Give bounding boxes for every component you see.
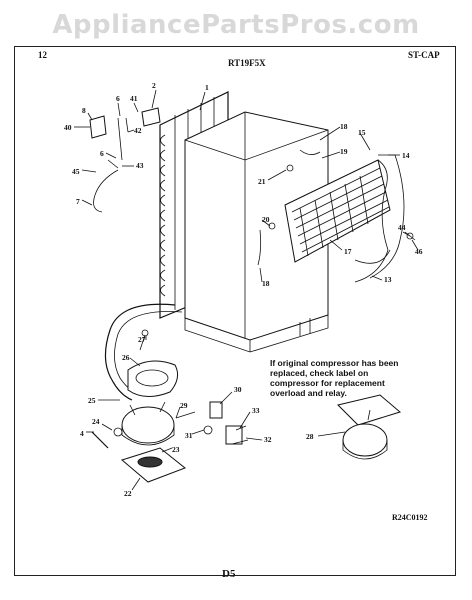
replacement-compressor [337, 394, 402, 460]
right-tubing [369, 154, 405, 279]
page-number: D5 [222, 568, 236, 580]
mounting-bracket [91, 431, 109, 449]
callout-42: 42 [134, 126, 142, 135]
drain-hose [104, 303, 176, 401]
compressor-note: If original compressor has been replaced… [270, 358, 399, 398]
diagram-frame [14, 46, 456, 576]
callout-8: 8 [82, 106, 86, 115]
callout-26: 26 [122, 353, 130, 362]
callout-28: 28 [306, 432, 314, 441]
callout-22: 22 [124, 489, 132, 498]
figure-code: R24C0192 [392, 513, 428, 522]
callout-20: 20 [262, 215, 270, 224]
header-model: RT19F5X [228, 58, 266, 68]
callout-13: 13 [384, 275, 392, 284]
callout-18-top: 18 [340, 122, 348, 131]
callout-40: 40 [64, 123, 72, 132]
callout-32: 32 [264, 435, 272, 444]
compressor-base [120, 447, 186, 483]
callout-21: 21 [258, 177, 266, 186]
evaporator [284, 159, 391, 283]
callout-1: 1 [205, 83, 209, 92]
callout-30: 30 [234, 385, 242, 394]
header-section: ST-CAP [408, 50, 440, 60]
callout-2: 2 [152, 81, 156, 90]
leader-lines [74, 89, 419, 491]
callout-23: 23 [172, 445, 180, 454]
callout-6: 6 [116, 94, 120, 103]
callout-6-lower: 6 [100, 149, 104, 158]
callout-45: 45 [72, 167, 80, 176]
callout-31: 31 [185, 431, 193, 440]
callout-24: 24 [92, 417, 100, 426]
callout-19: 19 [340, 147, 348, 156]
top-left-hardware [89, 107, 161, 213]
header-page-ref: 12 [38, 50, 47, 60]
relay-overload [203, 401, 249, 445]
callout-33: 33 [252, 406, 260, 415]
cabinet [184, 111, 329, 353]
callout-44: 44 [398, 223, 406, 232]
callout-17: 17 [344, 247, 352, 256]
callout-43: 43 [136, 161, 144, 170]
callout-14: 14 [402, 151, 410, 160]
watermark: AppliancePartsPros.com [52, 10, 420, 40]
callout-41: 41 [130, 94, 138, 103]
callout-27: 27 [138, 335, 146, 344]
callout-25: 25 [88, 396, 96, 405]
callout-18-lower: 18 [262, 279, 270, 288]
callout-46: 46 [415, 247, 423, 256]
callout-29: 29 [180, 401, 188, 410]
callout-7: 7 [76, 197, 80, 206]
compressor [121, 401, 196, 446]
drain-pan [127, 329, 179, 397]
callout-15: 15 [358, 128, 366, 137]
callout-4: 4 [80, 429, 84, 438]
